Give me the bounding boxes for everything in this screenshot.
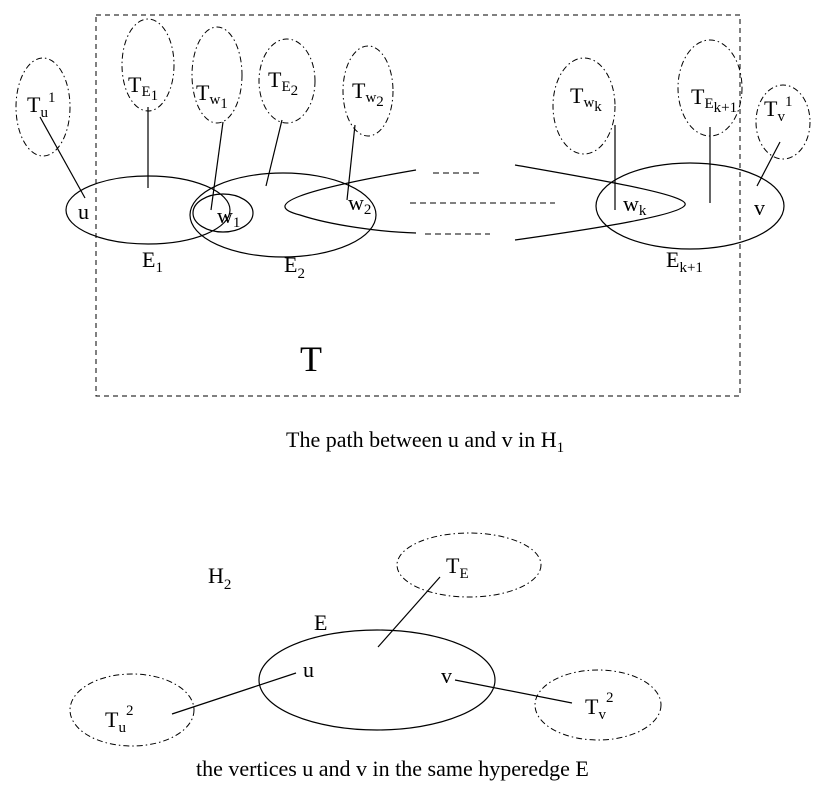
subtree-Twk [552, 57, 616, 155]
subtree-TE [396, 532, 542, 598]
caption-top: The path between u and v in H1 [286, 427, 564, 456]
vertex-w1-region [192, 193, 254, 233]
label-Twk: Twk [570, 83, 602, 115]
label-TE1: TE1 [128, 72, 158, 104]
label-Tv2: Tv2 [585, 690, 613, 723]
label-Tu2: Tu2 [105, 703, 133, 736]
label-Ek1: Ek+1 [666, 247, 703, 276]
label-E2: E2 [284, 252, 305, 282]
vertex-wk: wk [623, 191, 647, 219]
link-TE2-E2 [265, 119, 283, 187]
label-tree-T: T [300, 339, 322, 379]
subtree-TEk1 [677, 39, 743, 137]
vertex-v: v [754, 195, 765, 220]
hyperedge-E2 [189, 172, 377, 258]
subtree-Tu1 [15, 57, 71, 157]
subtree-TE2 [258, 38, 316, 124]
vertex-w1: w1 [217, 203, 240, 231]
subtree-Tv1 [755, 84, 811, 160]
path-curve-left [284, 169, 417, 234]
link-Tw2-w2 [346, 124, 356, 201]
label-E1: E1 [142, 247, 163, 276]
subtree-Tv2 [534, 669, 662, 741]
link-Tw1-w1 [210, 121, 224, 211]
link-Tv1-v [756, 141, 781, 187]
label-TE: TE [446, 553, 469, 582]
subtree-Tu2 [69, 673, 195, 747]
vertex-w2: w2 [348, 190, 371, 218]
link-TE-E [377, 576, 441, 648]
vertex-u: u [78, 199, 89, 224]
vertex-u-bottom: u [303, 657, 314, 682]
label-TEk1: TEk+1 [691, 84, 737, 116]
link-v-Tv2 [454, 679, 573, 704]
subtree-Tw1 [191, 26, 243, 124]
hyperedge-E [258, 629, 496, 731]
label-Tv1: Tv1 [764, 94, 792, 125]
link-Tu1-u [39, 116, 86, 199]
subtree-Tw2 [342, 45, 394, 137]
path-curve-right [514, 164, 686, 241]
caption-bottom: the vertices u and v in the same hypered… [196, 756, 589, 781]
link-u-Tu2 [171, 672, 297, 715]
label-TE2: TE2 [268, 67, 298, 99]
label-Tu1: Tu1 [27, 90, 55, 121]
vertex-v-bottom: v [441, 663, 452, 688]
hyperedge-Ek1 [595, 162, 785, 250]
label-H2: H2 [208, 563, 231, 593]
label-Tw2: Tw2 [352, 78, 384, 110]
label-Tw1: Tw1 [196, 80, 228, 112]
label-E: E [314, 610, 327, 635]
